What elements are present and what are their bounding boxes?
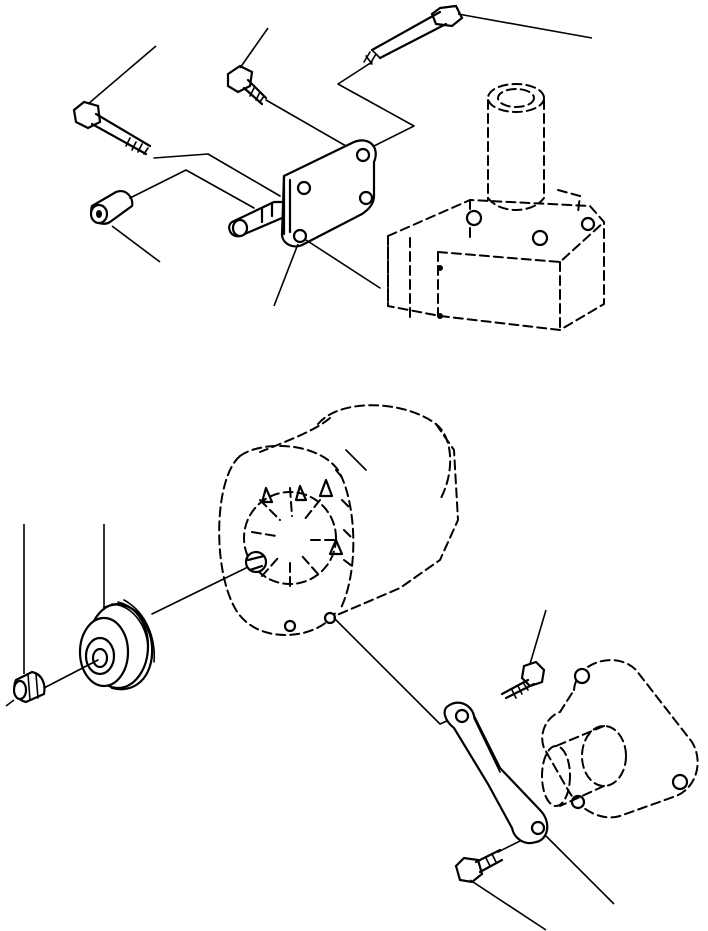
mounting-plate [541, 659, 699, 819]
small-bolt-right [500, 609, 547, 700]
pulley [78, 524, 156, 691]
short-bolt-top [226, 27, 269, 106]
long-bolt-top [363, 4, 593, 65]
mounting-bracket [228, 139, 377, 307]
pulley-nut [5, 524, 46, 707]
long-bolt-left [72, 45, 157, 156]
spacer-sleeve [89, 190, 161, 263]
alternator [218, 404, 460, 636]
thermostat-housing [387, 83, 605, 332]
adjusting-link [443, 701, 615, 905]
bolt-bottom [454, 848, 547, 931]
alignment-lines-top [129, 61, 415, 289]
